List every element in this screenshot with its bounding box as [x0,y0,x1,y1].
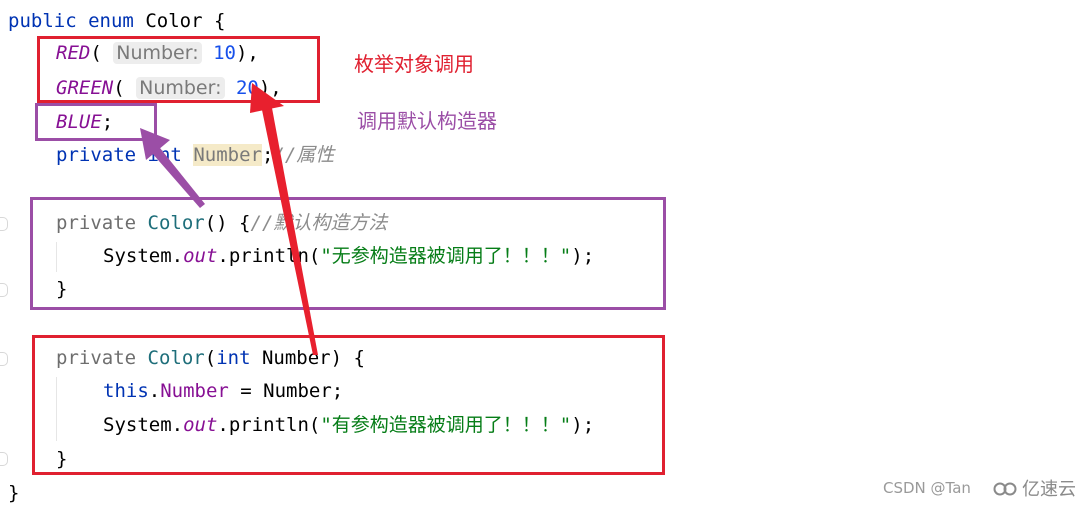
csdn-watermark: CSDN @Tan [883,479,971,497]
param-hint: Number: [136,77,225,99]
code-line-ctor2-assign: this.Number = Number; [103,380,344,402]
blue-constant-highlight-box [35,103,157,141]
param-hint: Number: [113,42,202,64]
red-arrow-icon [250,83,318,355]
code-line-ctor2-sig: private Color(int Number) { [56,347,365,369]
default-ctor-highlight-box [30,197,666,310]
code-line-ctor1-close: } [56,278,68,300]
fold-icon[interactable] [0,217,8,231]
brand-watermark: 亿速云 [992,475,1076,501]
fold-icon[interactable] [0,452,8,466]
code-line-ctor2-body: System.out.println("有参构造器被调用了！！！"); [103,414,595,436]
purple-arrow-icon [140,128,205,208]
code-line-green: GREEN( Number: 20), [56,77,282,99]
code-line-ctor2-close: } [56,448,68,470]
fold-icon[interactable] [0,283,8,297]
annotation-enum-call: 枚举对象调用 [354,52,474,76]
code-line-end-brace: } [8,482,20,504]
cloud-logo-icon [993,482,1017,496]
param-ctor-highlight-box [32,335,665,475]
code-line-blue: BLUE; [56,111,114,133]
indent-guide [56,242,57,272]
code-line-enum-decl: public enum Color { [8,10,226,32]
annotation-default-ctor-call: 调用默认构造器 [357,109,497,133]
fold-icon[interactable] [0,352,8,366]
enum-constants-highlight-box [37,36,320,103]
indent-guide [56,377,57,441]
code-line-field: private int Number;//属性 [56,144,335,166]
code-line-red: RED( Number: 10), [56,42,259,64]
